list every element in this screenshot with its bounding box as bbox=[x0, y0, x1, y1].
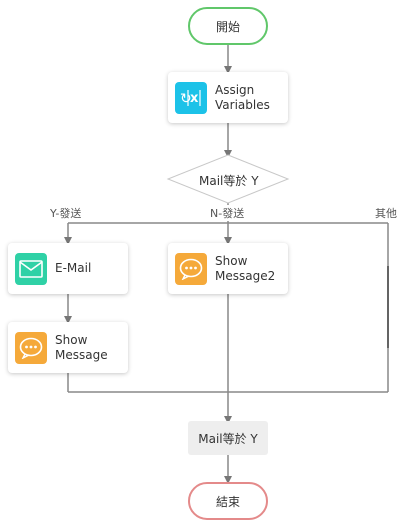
start-label: 開始 bbox=[215, 19, 240, 34]
branch-label-no: N-發送 bbox=[208, 205, 247, 221]
variable-icon: ↻ x bbox=[175, 81, 207, 114]
merge-node[interactable]: Mail等於 Y bbox=[188, 421, 268, 455]
chat-bubble-icon bbox=[15, 331, 47, 364]
chat-bubble-icon bbox=[175, 252, 207, 285]
envelope-icon bbox=[15, 252, 47, 285]
assign-variables-node[interactable]: ↻ x Assign Variables bbox=[168, 72, 288, 123]
show-message2-label: Show Message2 bbox=[215, 253, 276, 283]
show-message-node[interactable]: Show Message bbox=[8, 322, 128, 373]
decision-label: Mail等於 Y bbox=[199, 174, 259, 188]
end-label: 結束 bbox=[215, 494, 240, 509]
svg-text:↻: ↻ bbox=[180, 91, 192, 107]
svg-text:x: x bbox=[190, 91, 199, 106]
branch-label-other: 其他 bbox=[373, 205, 399, 221]
email-label: E-Mail bbox=[55, 261, 92, 275]
merge-label: Mail等於 Y bbox=[198, 431, 258, 446]
branch-label-yes: Y-發送 bbox=[48, 205, 84, 221]
show-message2-node[interactable]: Show Message2 bbox=[168, 243, 288, 294]
email-node[interactable]: E-Mail bbox=[8, 243, 128, 294]
end-node[interactable]: 結束 bbox=[188, 482, 268, 520]
start-node[interactable]: 開始 bbox=[188, 7, 268, 45]
assign-variables-label: Assign Variables bbox=[215, 82, 270, 112]
show-message-label: Show Message bbox=[55, 332, 108, 362]
